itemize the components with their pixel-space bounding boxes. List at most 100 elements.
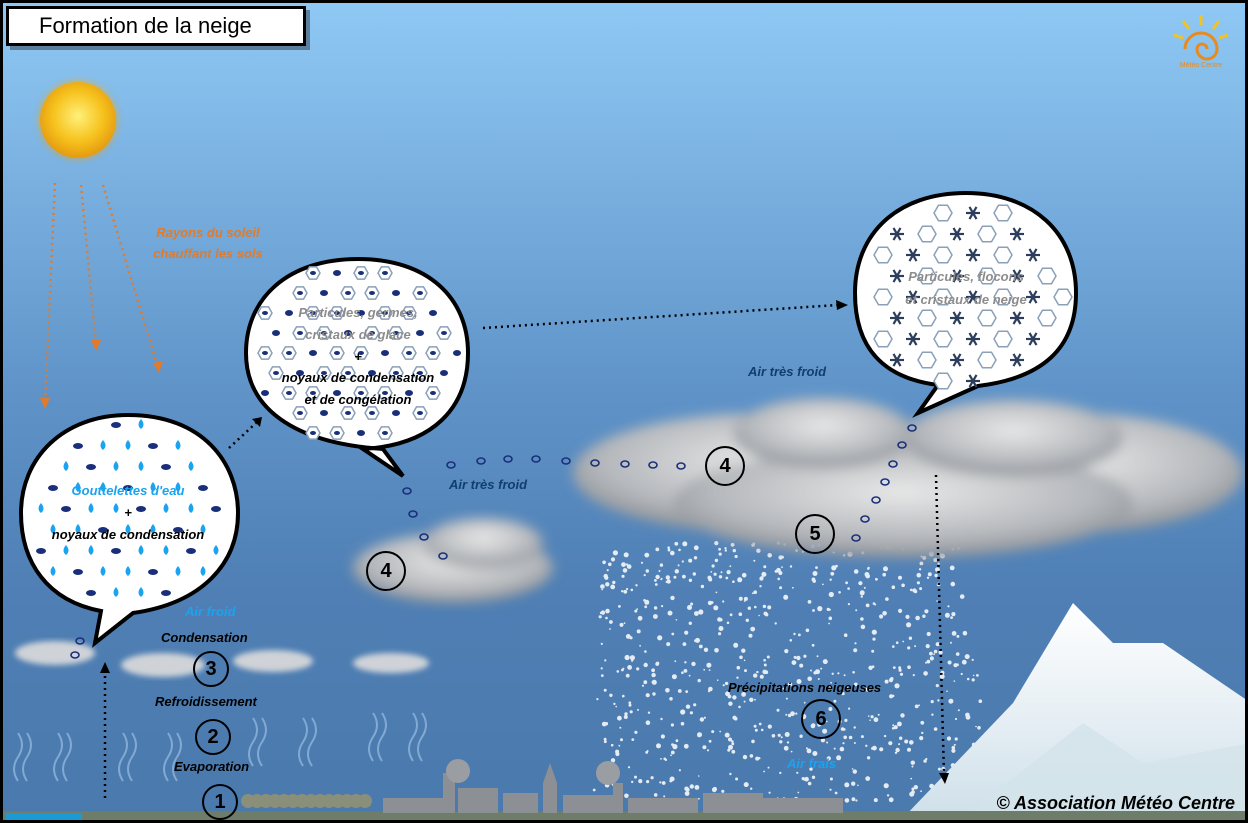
bubble2-plus: + xyxy=(354,349,362,364)
water-drop-icon xyxy=(175,566,181,576)
bubble1-plus: + xyxy=(124,505,132,520)
water-drop-icon xyxy=(50,524,56,534)
snowflake-icon xyxy=(890,353,904,367)
ice-crystal-icon xyxy=(340,366,356,380)
ice-crystal-icon xyxy=(305,426,321,440)
ice-crystal-icon xyxy=(353,346,369,360)
ice-crystal-icon xyxy=(281,346,297,360)
ice-crystal-icon xyxy=(1037,267,1057,285)
ice-crystal-icon xyxy=(364,286,380,300)
bubble3-text-2: et cristaux de neige xyxy=(905,292,1027,307)
snowflake-icon xyxy=(950,311,964,325)
ice-crystal-icon xyxy=(353,386,369,400)
snowflake-icon xyxy=(966,332,980,346)
mountain-icon xyxy=(903,603,1245,818)
ice-crystal-icon xyxy=(340,406,356,420)
ice-crystal-icon xyxy=(977,267,997,285)
ice-crystal-icon xyxy=(329,426,345,440)
water-drop-icon xyxy=(38,503,44,513)
water-drop-icon xyxy=(75,524,81,534)
ice-crystal-icon xyxy=(933,204,953,222)
snowflake-icon xyxy=(1026,290,1040,304)
snowflake-icon xyxy=(966,374,980,388)
ice-crystal-icon xyxy=(364,326,380,340)
sun-rays-label: Rayons du soleil chauffant les sols xyxy=(153,225,263,261)
water-drop-icon xyxy=(50,566,56,576)
snowflake-icon xyxy=(966,206,980,220)
bubble1-text-2: noyaux de condensation xyxy=(51,527,205,542)
water-drop-icon xyxy=(100,566,106,576)
water-drop-icon xyxy=(200,524,206,534)
step-3-badge: 3 xyxy=(193,651,229,687)
snowflake-icon xyxy=(966,290,980,304)
ice-crystal-icon xyxy=(292,326,308,340)
ice-crystal-icon xyxy=(305,386,321,400)
water-drop-icon xyxy=(100,440,106,450)
water-drop-icon xyxy=(138,461,144,471)
water-drop-icon xyxy=(138,545,144,555)
snowflake-icon xyxy=(1026,248,1040,262)
svg-text:Météo Centre: Météo Centre xyxy=(1180,62,1223,69)
air-frais-label: Air frais xyxy=(787,756,837,771)
ice-crystal-icon xyxy=(377,266,393,280)
trees xyxy=(241,794,372,808)
bubble2-text-4: et de congélation xyxy=(304,392,412,407)
ice-crystal-icon xyxy=(377,306,393,320)
ice-crystal-icon xyxy=(292,286,308,300)
ice-crystal-icon xyxy=(268,366,284,380)
ice-crystal-icon xyxy=(873,246,893,264)
ice-crystal-icon xyxy=(977,351,997,369)
step-1-badge: 1 xyxy=(202,784,238,820)
ice-crystal-icon xyxy=(425,386,441,400)
water-drop-icon xyxy=(75,482,81,492)
sun-icon xyxy=(38,80,118,160)
ice-crystal-icon xyxy=(292,406,308,420)
water-drop-icon xyxy=(138,419,144,429)
ice-crystal-icon xyxy=(917,267,937,285)
water-drop-icon xyxy=(188,503,194,513)
step-4-badge-left: 4 xyxy=(366,551,406,591)
snowflake-icon xyxy=(950,227,964,241)
ice-crystal-icon xyxy=(316,366,332,380)
ice-crystal-icon xyxy=(377,386,393,400)
refroidissement-label: Refroidissement xyxy=(155,694,257,709)
ice-crystal-icon xyxy=(377,426,393,440)
bubble2-text-2: cristaux de glace xyxy=(305,327,411,342)
ice-crystal-icon xyxy=(412,286,428,300)
precipitations-label: Précipitations neigeuses xyxy=(728,680,882,695)
water-drop-icon xyxy=(213,545,219,555)
snowflake-icon xyxy=(890,227,904,241)
ice-crystal-icon xyxy=(257,306,273,320)
step-5-badge: 5 xyxy=(795,514,835,554)
ice-crystal-icon xyxy=(917,351,937,369)
step-6-badge: 6 xyxy=(801,699,841,739)
water-drop-icon xyxy=(125,524,131,534)
water-drop-icon xyxy=(175,482,181,492)
snowflake-icon xyxy=(890,311,904,325)
water-drop-icon xyxy=(150,524,156,534)
ice-crystal-icon xyxy=(933,288,953,306)
water-drop-icon xyxy=(163,545,169,555)
ice-crystal-icon xyxy=(425,346,441,360)
snowflake-icon xyxy=(906,248,920,262)
bubble-snowflakes xyxy=(852,190,1079,418)
water-drop-icon xyxy=(100,482,106,492)
water-drop-icon xyxy=(200,566,206,576)
snowflake-icon xyxy=(890,269,904,283)
air-froid-label: Air froid xyxy=(185,604,236,619)
snowflake-icon xyxy=(950,269,964,283)
ice-crystal-icon xyxy=(329,306,345,320)
meteo-centre-logo: Météo Centre xyxy=(1173,15,1229,69)
water-drop-icon xyxy=(63,545,69,555)
snowflake-icon xyxy=(1010,227,1024,241)
bubble3-text-1: Particules, flocons xyxy=(908,269,1024,284)
ice-crystal-icon xyxy=(401,346,417,360)
step-4-badge-right: 4 xyxy=(705,446,745,486)
ice-crystal-icon xyxy=(281,386,297,400)
ice-crystal-icon xyxy=(353,266,369,280)
ice-crystal-icon xyxy=(412,366,428,380)
scene-drawing xyxy=(3,80,1245,820)
evaporation-label: Evaporation xyxy=(174,759,250,774)
ice-crystal-icon xyxy=(412,406,428,420)
ice-crystal-icon xyxy=(1037,309,1057,327)
